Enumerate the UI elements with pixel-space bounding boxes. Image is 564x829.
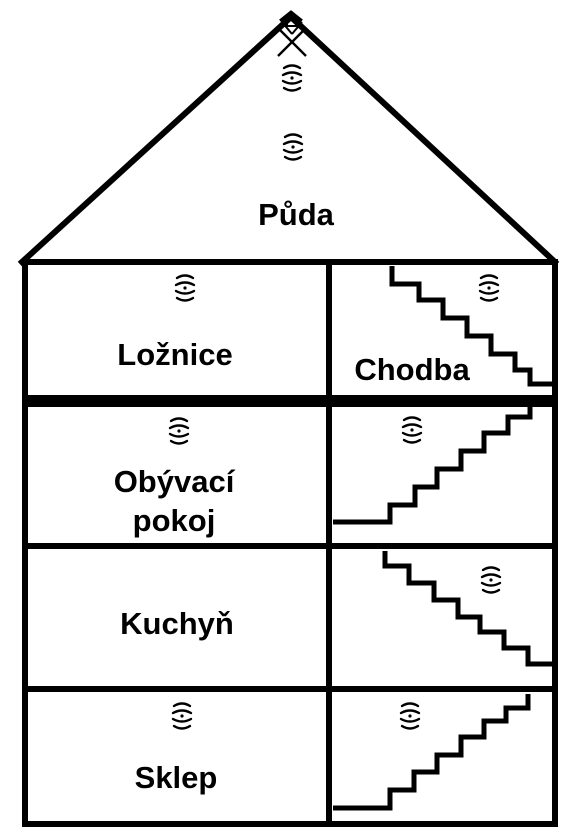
radio-waves-icon [480,566,502,594]
stairs-cellar [333,694,531,811]
stairs-kitchen [382,551,555,667]
room-label-loznice: Ložnice [117,337,232,372]
antenna-icon [277,19,307,57]
room-label-pokoj: pokoj [133,503,216,538]
radio-waves-icon [281,64,303,92]
sensor-icons [168,64,502,730]
room-label-obyvaci: Obývací [114,464,236,499]
radio-waves-icon [282,133,304,161]
radio-waves-icon [174,274,196,302]
radio-waves-icon [478,274,500,302]
room-label-chodba: Chodba [354,352,470,387]
stairs-chodba [389,266,555,387]
room-label-kuchyn: Kuchyň [120,606,234,641]
room-label-puda: Půda [258,197,335,232]
room-label-sklep: Sklep [135,760,218,795]
radio-waves-icon [399,702,421,730]
radio-waves-icon [168,417,190,445]
stairs-living-room [333,407,533,525]
radio-waves-icon [171,702,193,730]
radio-waves-icon [401,416,423,444]
